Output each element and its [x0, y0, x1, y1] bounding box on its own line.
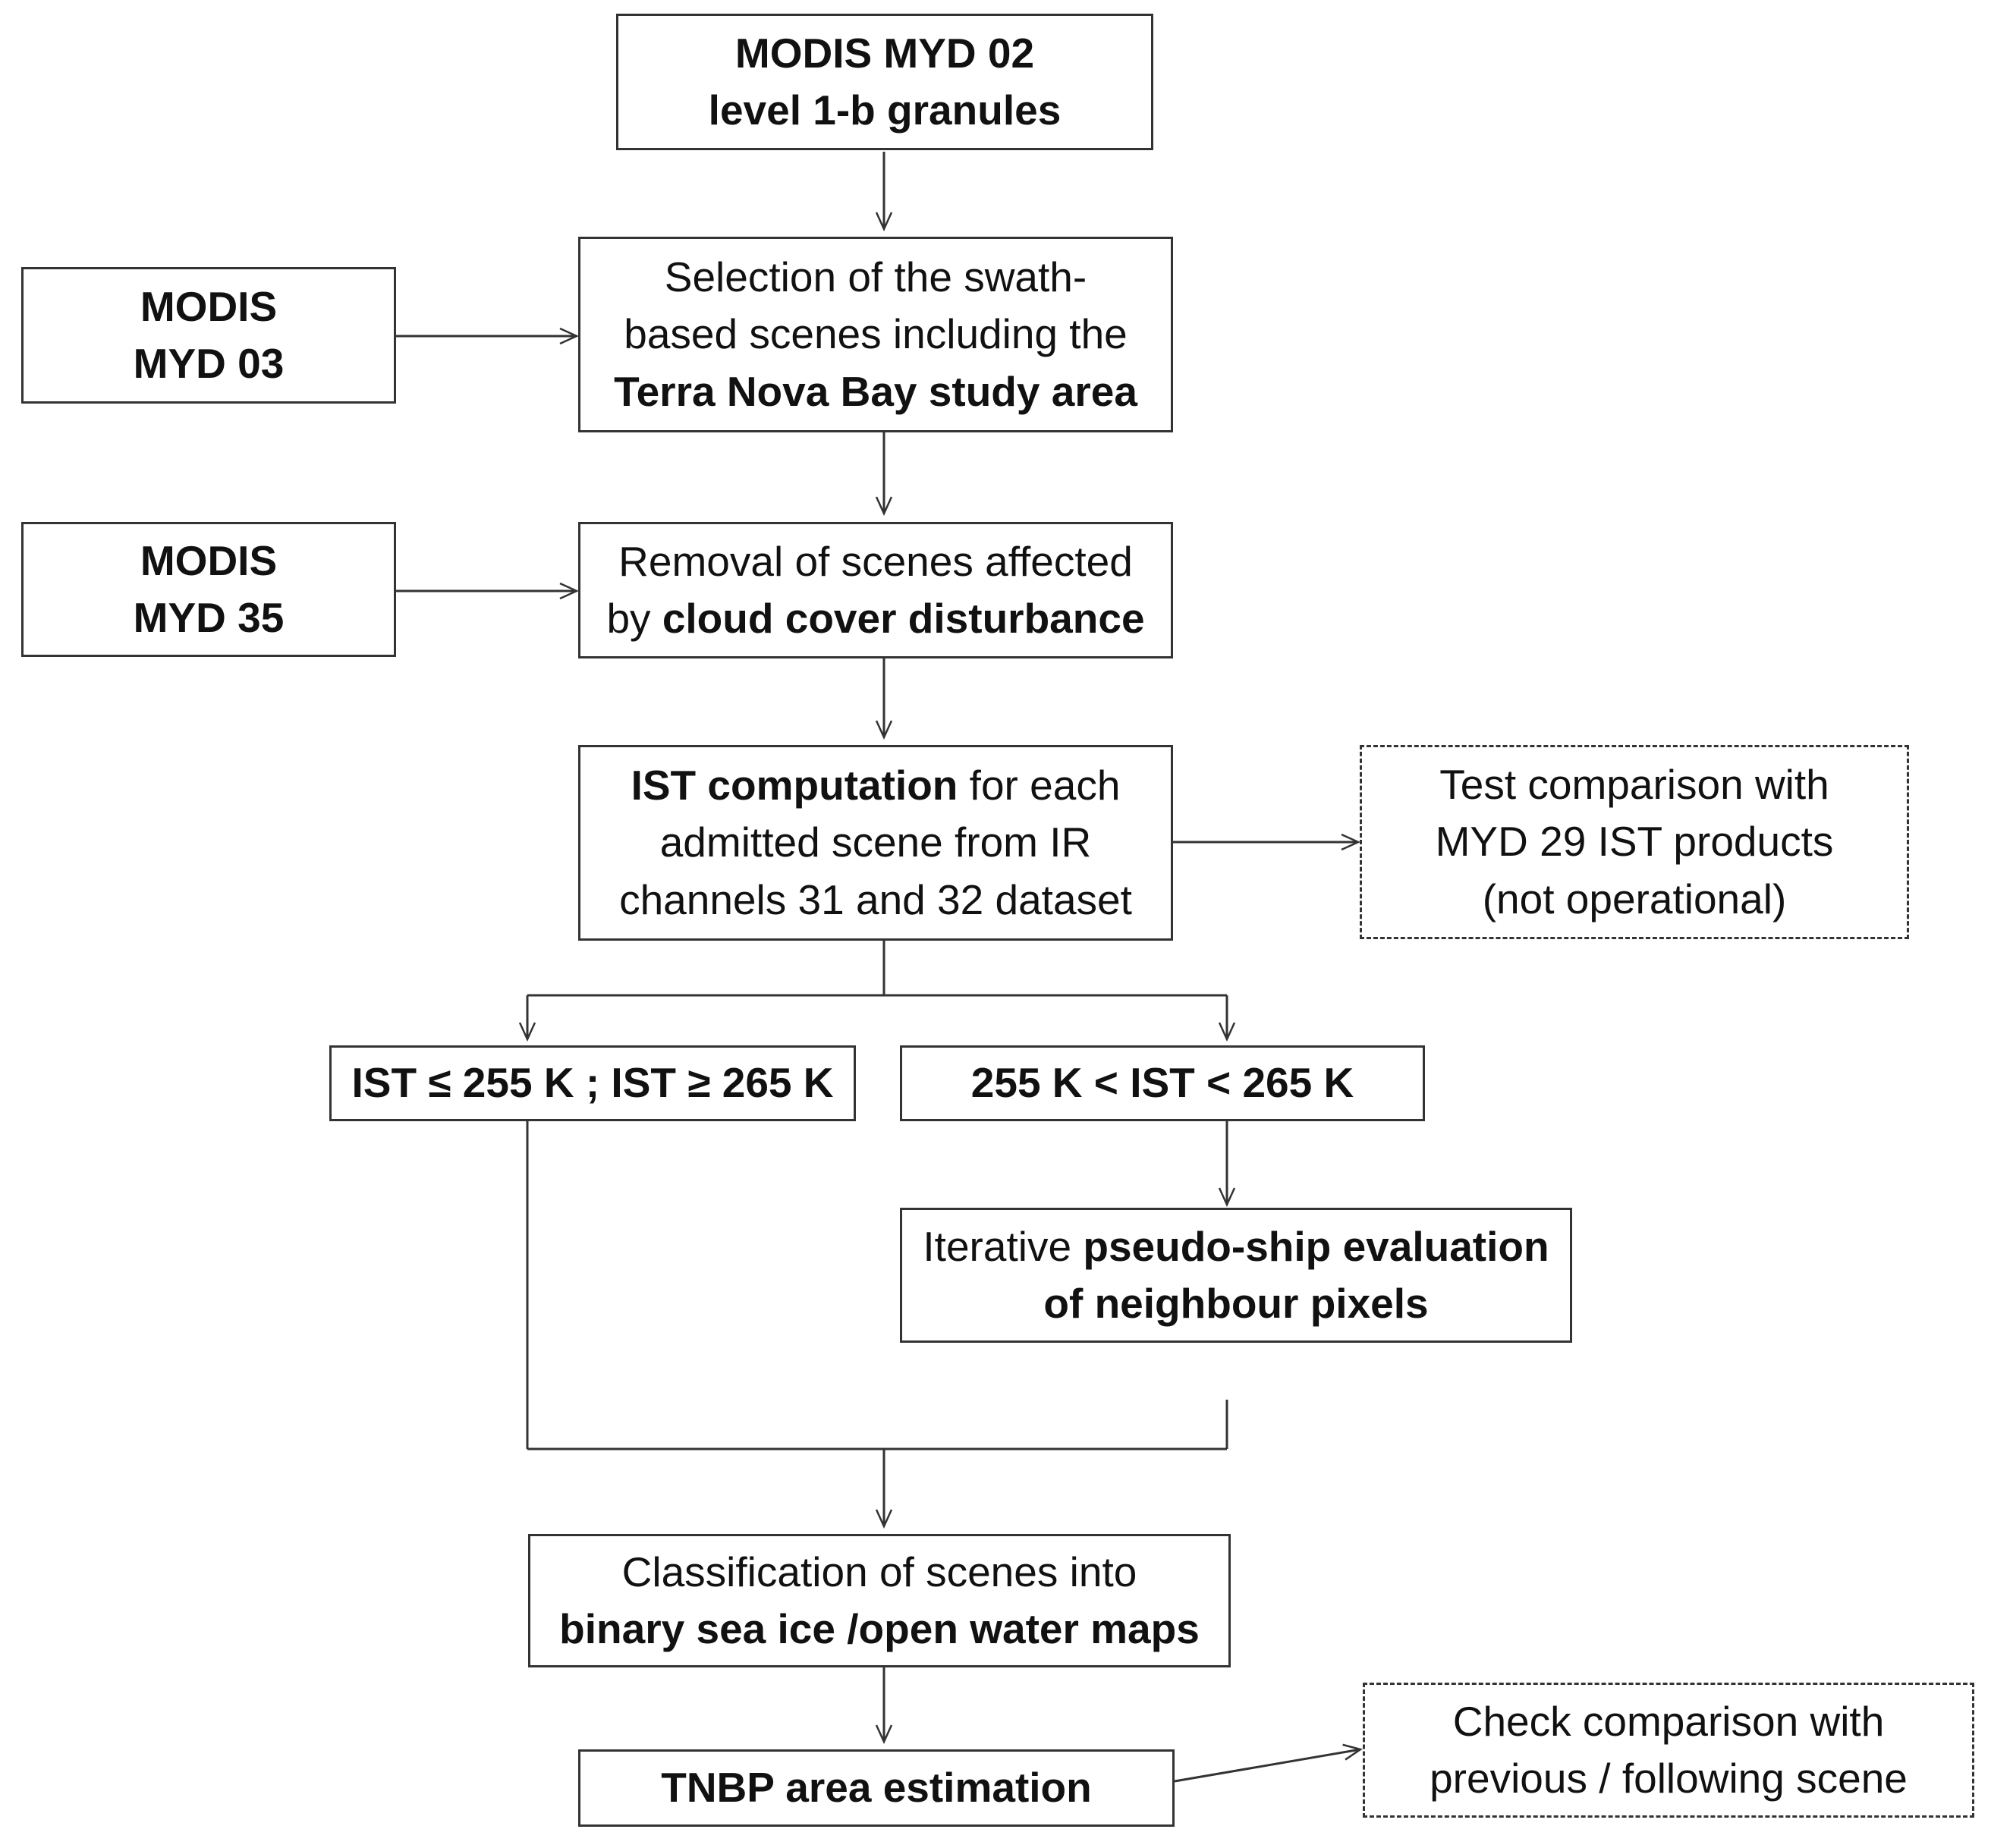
text-segment: cloud cover disturbance — [662, 595, 1145, 642]
text-segment: (not operational) — [1482, 875, 1787, 922]
box-ist-computation: IST computation for each admitted scene f… — [578, 745, 1173, 941]
text-segment: Selection of the swath- — [664, 253, 1087, 300]
box-text-line: admitted scene from IR — [660, 814, 1092, 871]
text-segment: previous / following scene — [1430, 1755, 1908, 1802]
box-text-line: based scenes including the — [624, 306, 1128, 363]
text-segment: MYD 03 — [133, 340, 285, 387]
box-text-line: TNBP area estimation — [661, 1759, 1092, 1816]
box-text-line: by cloud cover disturbance — [606, 590, 1144, 647]
box-text-line: (not operational) — [1483, 871, 1787, 928]
box-text-line: Test comparison with — [1439, 756, 1829, 813]
box-text-line: Iterative pseudo-ship evaluation — [923, 1218, 1549, 1275]
box-text-line: MYD 29 IST products — [1436, 813, 1834, 870]
box-text-line: MYD 03 — [134, 335, 285, 392]
text-segment: Check comparison with — [1452, 1697, 1885, 1745]
box-text-line: previous / following scene — [1430, 1750, 1908, 1807]
box-text-line: MYD 35 — [134, 589, 285, 646]
text-segment: MYD 35 — [133, 594, 285, 641]
text-segment: IST computation — [631, 761, 958, 809]
box-text-line: level 1-b granules — [709, 82, 1062, 139]
box-text-line: Classification of scenes into — [622, 1544, 1137, 1601]
text-segment: TNBP area estimation — [661, 1764, 1092, 1812]
arrow-tnbp-to-check — [1174, 1743, 1363, 1783]
box-text-line: MODIS — [140, 278, 277, 335]
text-segment: MODIS — [140, 536, 278, 584]
text-segment: admitted scene from IR — [659, 819, 1092, 866]
text-segment: Terra Nova Bay study area — [614, 367, 1137, 415]
box-text-line: of neighbour pixels — [1043, 1275, 1428, 1332]
text-segment: Test comparison with — [1439, 760, 1829, 808]
box-text-line: channels 31 and 32 dataset — [619, 872, 1132, 929]
box-modis-myd35: MODIS MYD 35 — [21, 522, 396, 657]
box-modis-myd03: MODIS MYD 03 — [21, 267, 396, 404]
text-segment: MYD 29 IST products — [1435, 818, 1834, 866]
box-check-comparison: Check comparison with previous / followin… — [1363, 1683, 1974, 1818]
text-segment: pseudo-ship evaluation — [1083, 1222, 1549, 1270]
box-text-line: MODIS — [140, 533, 277, 589]
text-segment: MODIS MYD 02 — [734, 29, 1035, 77]
box-text-line: Removal of scenes affected — [618, 533, 1133, 590]
text-segment: channels 31 and 32 dataset — [619, 875, 1132, 923]
box-ist-mid: 255 K < IST < 265 K — [900, 1045, 1425, 1121]
box-text-line: IST computation for each — [631, 757, 1121, 814]
box-iterative-evaluation: Iterative pseudo-ship evaluation of neigh… — [900, 1208, 1572, 1343]
text-segment: Classification of scenes into — [621, 1548, 1137, 1595]
text-segment: binary sea ice /open water maps — [559, 1605, 1200, 1652]
box-classification: Classification of scenes into binary sea … — [528, 1534, 1231, 1667]
text-segment: based scenes including the — [624, 310, 1128, 358]
box-modis-myd02: MODIS MYD 02 level 1-b granules — [616, 14, 1153, 150]
box-text-line: binary sea ice /open water maps — [559, 1601, 1200, 1658]
box-text-line: Terra Nova Bay study area — [614, 363, 1137, 420]
box-text-line: Selection of the swath- — [665, 249, 1087, 306]
box-ist-extreme: IST ≤ 255 K ; IST ≥ 265 K — [329, 1045, 856, 1121]
text-segment: of neighbour pixels — [1043, 1280, 1429, 1327]
text-segment: Removal of scenes affected — [618, 537, 1133, 585]
text-segment: for each — [958, 761, 1121, 809]
box-tnbp-area: TNBP area estimation — [578, 1749, 1175, 1827]
box-text-line: MODIS MYD 02 — [735, 25, 1034, 82]
text-segment: level 1-b granules — [708, 86, 1062, 134]
box-text-line: 255 K < IST < 265 K — [971, 1054, 1354, 1111]
text-segment: 255 K < IST < 265 K — [970, 1059, 1354, 1107]
box-selection-scenes: Selection of the swath-based scenes incl… — [578, 237, 1173, 432]
text-segment: Iterative — [923, 1222, 1084, 1270]
text-segment: IST ≤ 255 K ; IST ≥ 265 K — [351, 1059, 834, 1107]
box-text-line: IST ≤ 255 K ; IST ≥ 265 K — [351, 1054, 833, 1111]
text-segment: by — [606, 595, 662, 642]
box-text-line: Check comparison with — [1453, 1693, 1885, 1750]
text-segment: MODIS — [140, 282, 278, 330]
box-removal-clouds: Removal of scenes affected by cloud cover… — [578, 522, 1173, 658]
